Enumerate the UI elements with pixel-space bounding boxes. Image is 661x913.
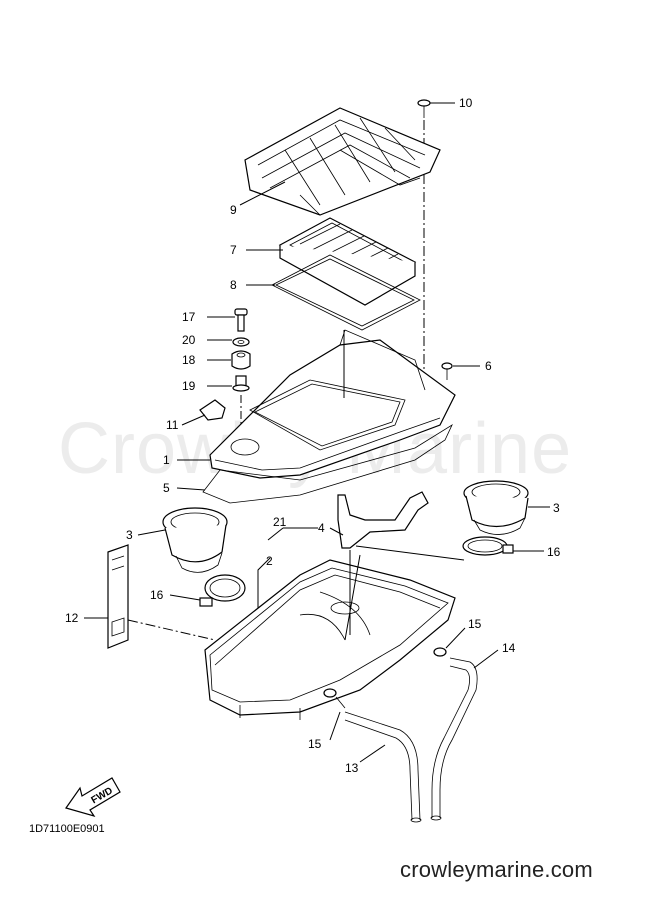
callout-13[interactable]: 13 [345,761,359,775]
callout-14[interactable]: 14 [502,641,516,655]
part-3-intake-duct-right[interactable] [463,480,550,535]
part-1-upper-case[interactable] [177,329,456,479]
callout-8[interactable]: 8 [230,278,237,292]
callout-12[interactable]: 12 [65,611,79,625]
fwd-arrow-icon: FWD [65,777,121,818]
part-2-lower-case[interactable] [204,550,456,720]
part-15-fitting-right[interactable] [433,627,466,657]
part-3-intake-duct-left[interactable] [137,507,228,573]
callout-7[interactable]: 7 [230,243,237,257]
callout-17[interactable]: 17 [182,310,196,324]
part-5-seal[interactable] [176,423,453,504]
part-20-washer[interactable] [207,337,250,347]
website-text: crowleymarine.com [400,857,593,882]
callout-6[interactable]: 6 [485,359,492,373]
part-15-fitting-left[interactable] [323,688,346,741]
callout-2[interactable]: 2 [266,554,273,568]
part-11-bracket[interactable] [181,399,226,426]
part-8-gasket[interactable] [246,254,421,331]
callout-labels: 10 9 7 8 17 20 18 6 19 11 1 5 3 3 21 4 2… [65,96,561,775]
part-13-hose[interactable] [344,711,422,823]
callout-10[interactable]: 10 [459,96,473,110]
callout-16-right[interactable]: 16 [547,545,561,559]
part-16-clamp-right[interactable] [355,536,544,561]
part-18-grommet[interactable] [207,350,251,370]
part-4-breather-tube[interactable] [329,491,429,549]
part-12-label-sheet[interactable] [84,544,216,649]
part-6-screw[interactable] [441,362,480,380]
callout-21[interactable]: 21 [273,515,287,529]
callout-19[interactable]: 19 [182,379,196,393]
part-9-cover[interactable] [239,107,441,216]
callout-18[interactable]: 18 [182,353,196,367]
callout-11[interactable]: 11 [166,418,179,432]
callout-1[interactable]: 1 [163,453,170,467]
part-14-hose[interactable] [430,649,499,821]
part-16-clamp-left[interactable] [169,574,246,607]
diagram-code: 1D71100E0901 [29,823,105,835]
callout-5[interactable]: 5 [163,481,170,495]
callout-3-right[interactable]: 3 [553,501,560,515]
callout-15-right[interactable]: 15 [468,617,482,631]
part-7-filter-element[interactable] [246,217,417,306]
part-10-screw[interactable] [417,99,455,380]
callout-4[interactable]: 4 [318,521,325,535]
callout-3-left[interactable]: 3 [126,528,133,542]
callout-16-left[interactable]: 16 [150,588,164,602]
callout-9[interactable]: 9 [230,203,237,217]
callout-15-left[interactable]: 15 [308,737,322,751]
part-17-bolt[interactable] [207,308,248,332]
callout-20[interactable]: 20 [182,333,196,347]
